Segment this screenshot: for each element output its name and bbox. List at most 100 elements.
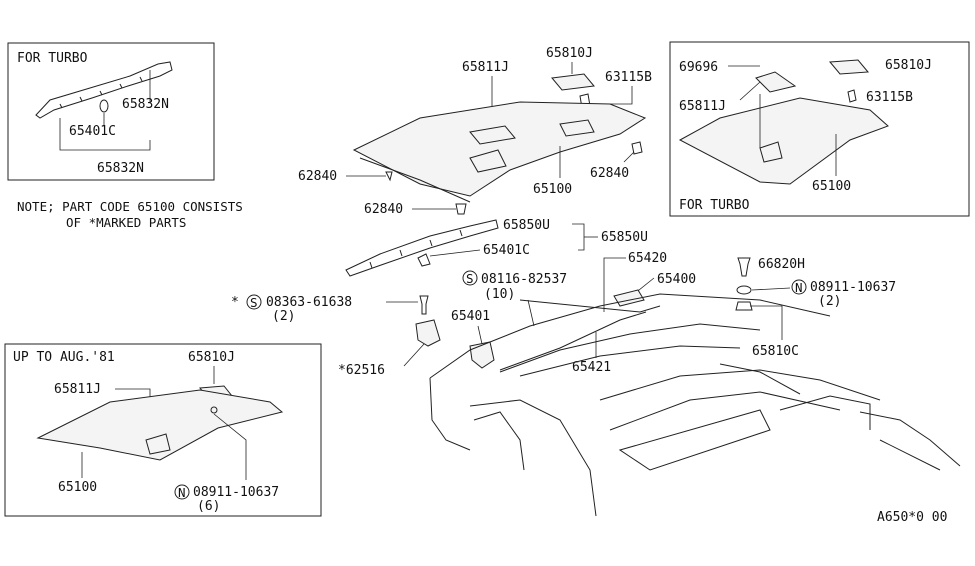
turbo-roof-rail xyxy=(35,61,173,119)
inset-clip-63115b xyxy=(847,89,857,103)
label-inset-65100: 65100 xyxy=(812,179,851,194)
label-inset-65832n-bottom: 65832N xyxy=(97,161,144,176)
label-08363: 08363-61638 xyxy=(266,295,352,310)
roof-rail-clips xyxy=(369,229,463,269)
label-63115b: 63115B xyxy=(605,70,652,85)
label-inset-69696: 69696 xyxy=(679,60,718,75)
early-headlining-65100 xyxy=(36,389,284,461)
label-65400: 65400 xyxy=(657,272,696,287)
lead-62840-b xyxy=(623,151,635,163)
marker-s-08116-letter: S xyxy=(466,271,474,286)
car-front-pillar xyxy=(429,377,471,451)
bracket-62516 xyxy=(415,319,441,347)
label-62840-b: 62840 xyxy=(590,166,629,181)
lead-inset-65811j xyxy=(739,81,761,101)
label-early-65100: 65100 xyxy=(58,480,97,495)
clip-62840-b xyxy=(631,141,643,155)
lead-62516 xyxy=(403,343,425,367)
lead-65810c xyxy=(750,305,783,340)
label-65401: 65401 xyxy=(451,309,490,324)
car-front-wheel-arch xyxy=(473,411,525,471)
clip-62840-a xyxy=(385,171,393,182)
marker-s-08363 xyxy=(246,294,262,310)
label-08116: 08116-82537 xyxy=(481,272,567,287)
label-62516: *62516 xyxy=(338,363,385,378)
headlining-edge xyxy=(359,157,471,203)
inset-turbo-left-title: FOR TURBO xyxy=(17,51,88,66)
label-65850u-a: 65850U xyxy=(503,218,550,233)
car-roof-panel-rear xyxy=(519,345,741,377)
label-65421: 65421 xyxy=(572,360,611,375)
lead-65401 xyxy=(477,325,483,345)
screw-66820h xyxy=(737,257,751,277)
label-65810c: 65810C xyxy=(752,344,799,359)
fastener-group-right: 66820H N 08911-10637 (2) 65810C xyxy=(735,257,896,359)
inset-turbo-right-title: FOR TURBO xyxy=(679,198,750,213)
marker-n-08911 xyxy=(791,279,807,295)
label-early-65810j: 65810J xyxy=(188,350,235,365)
headlining-cutout-rear xyxy=(559,119,595,137)
fastener-group-left: * S 08363-61638 (2) *62516 xyxy=(231,294,441,378)
lead-63115b xyxy=(590,86,633,105)
label-08116-qty: (10) xyxy=(484,287,515,302)
reference-code: A650*0 00 xyxy=(877,510,947,525)
main-headlining-group: 65810J 65811J 63115B 65100 62840 62840 6… xyxy=(298,46,652,217)
label-65850u-b: 65850U xyxy=(601,230,648,245)
car-roof-line xyxy=(429,293,831,379)
roof-rail-group: 65850U 65850U 65401C xyxy=(345,218,648,277)
fastener-group-center: S 08116-82537 (10) 65401 65420 65400 654… xyxy=(451,251,696,375)
note-line-2: OF *MARKED PARTS xyxy=(66,215,186,230)
car-roof-rail-strip xyxy=(499,311,647,371)
bracket-65401 xyxy=(469,341,495,369)
label-08911: 08911-10637 xyxy=(810,280,896,295)
label-early-08911: 08911-10637 xyxy=(193,485,279,500)
label-65420: 65420 xyxy=(628,251,667,266)
inset-early: UP TO AUG.'81 65810J 65811J 65100 N 0891… xyxy=(4,343,322,517)
label-inset-65810j: 65810J xyxy=(885,58,932,73)
marker-s-08363-letter: S xyxy=(250,295,258,310)
inset-early-frame xyxy=(4,343,322,517)
label-inset-65832n-top: 65832N xyxy=(122,97,169,112)
label-65401c: 65401C xyxy=(483,243,530,258)
turbo-roof-rail-clips xyxy=(59,76,143,109)
label-08363-qty: (2) xyxy=(272,309,295,324)
sunshade-65811j xyxy=(469,125,516,145)
label-asterisk: * xyxy=(231,295,239,310)
lead-08911 xyxy=(751,287,791,291)
inset-lamp-65810j xyxy=(828,59,870,75)
turbo-bracket-65401c xyxy=(99,99,109,113)
lead-65401c xyxy=(429,249,481,257)
label-66820h: 66820H xyxy=(758,257,805,272)
bracket-65401c xyxy=(417,253,431,267)
car-roof-panel-inner xyxy=(499,323,761,373)
inset-headlining-cutout xyxy=(759,141,783,163)
inset-turbo-right-frame xyxy=(669,41,970,217)
car-rear-window-line xyxy=(879,439,941,471)
inset-early-title: UP TO AUG.'81 xyxy=(13,350,115,365)
label-62840-a: 62840 xyxy=(298,169,337,184)
roof-rail-65850u xyxy=(345,219,499,277)
lead-08116 xyxy=(527,299,535,327)
headlining-cutout-front xyxy=(469,149,507,173)
early-headlining-cutout xyxy=(145,433,171,455)
note-line-1: NOTE; PART CODE 65100 CONSISTS xyxy=(17,199,243,214)
label-65810j: 65810J xyxy=(546,46,593,61)
map-lamp-65810j xyxy=(551,73,595,91)
car-window-mid xyxy=(609,391,841,431)
inset-turbo-left: FOR TURBO 65832N 65401C 65832N xyxy=(7,42,215,181)
label-early-65811j: 65811J xyxy=(54,382,101,397)
inset-turbo-right: 69696 65810J 65811J 63115B 65100 FOR TUR… xyxy=(669,41,970,217)
lead-65420 xyxy=(603,257,626,312)
label-inset-63115b: 63115B xyxy=(866,90,913,105)
inset-turbo-left-frame xyxy=(7,42,215,181)
label-08911-qty: (2) xyxy=(818,294,841,309)
early-clip xyxy=(210,406,218,414)
label-65811j: 65811J xyxy=(462,60,509,75)
lead-65850u-bracket xyxy=(572,223,585,251)
car-door-line xyxy=(469,399,597,517)
cap-65810c xyxy=(735,301,753,311)
car-rear-quarter xyxy=(779,395,871,430)
lead-early-08911 xyxy=(213,413,247,480)
